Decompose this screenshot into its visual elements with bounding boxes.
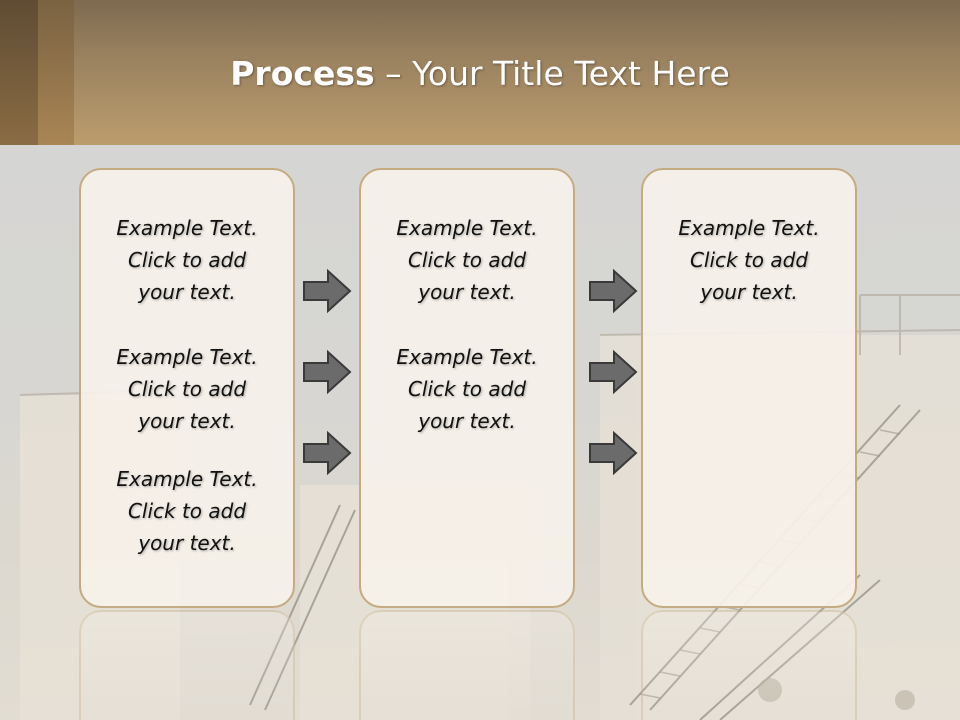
text-line: Example Text.	[116, 345, 258, 369]
card-reflection	[641, 610, 857, 720]
process-step-1[interactable]: Example Text. Click to add your text. Ex…	[79, 168, 295, 608]
right-arrow-icon[interactable]	[588, 268, 638, 314]
right-arrow-icon[interactable]	[302, 349, 352, 395]
text-line: Click to add	[407, 377, 527, 401]
text-line: Click to add	[689, 248, 809, 272]
process-step-2[interactable]: Example Text. Click to add your text. Ex…	[359, 168, 575, 608]
card-reflection	[359, 610, 575, 720]
right-arrow-icon[interactable]	[588, 349, 638, 395]
slide-title[interactable]: Process – Your Title Text Here	[0, 52, 960, 96]
text-line: Click to add	[127, 248, 247, 272]
right-arrow-icon[interactable]	[588, 430, 638, 476]
text-line: Click to add	[127, 377, 247, 401]
title-rest: – Your Title Text Here	[385, 54, 730, 93]
text-block[interactable]: Example Text. Click to add your text.	[361, 212, 573, 308]
right-arrow-icon[interactable]	[302, 430, 352, 476]
text-block[interactable]: Example Text. Click to add your text.	[81, 463, 293, 559]
text-line: your text.	[418, 409, 516, 433]
text-line: your text.	[138, 409, 236, 433]
text-line: Click to add	[407, 248, 527, 272]
card-reflection	[79, 610, 295, 720]
header-accent-light	[38, 0, 74, 145]
text-line: Example Text.	[116, 216, 258, 240]
text-line: your text.	[700, 280, 798, 304]
text-line: Example Text.	[116, 467, 258, 491]
text-line: Example Text.	[396, 216, 538, 240]
text-line: Example Text.	[678, 216, 820, 240]
text-line: your text.	[418, 280, 516, 304]
title-bar	[0, 0, 960, 145]
process-step-3[interactable]: Example Text. Click to add your text.	[641, 168, 857, 608]
text-block[interactable]: Example Text. Click to add your text.	[81, 341, 293, 437]
text-line: Click to add	[127, 499, 247, 523]
text-line: Example Text.	[396, 345, 538, 369]
text-line: your text.	[138, 531, 236, 555]
text-block[interactable]: Example Text. Click to add your text.	[643, 212, 855, 308]
text-block[interactable]: Example Text. Click to add your text.	[81, 212, 293, 308]
title-bold: Process	[230, 54, 375, 93]
text-block[interactable]: Example Text. Click to add your text.	[361, 341, 573, 437]
text-line: your text.	[138, 280, 236, 304]
right-arrow-icon[interactable]	[302, 268, 352, 314]
header-accent-dark	[0, 0, 38, 145]
